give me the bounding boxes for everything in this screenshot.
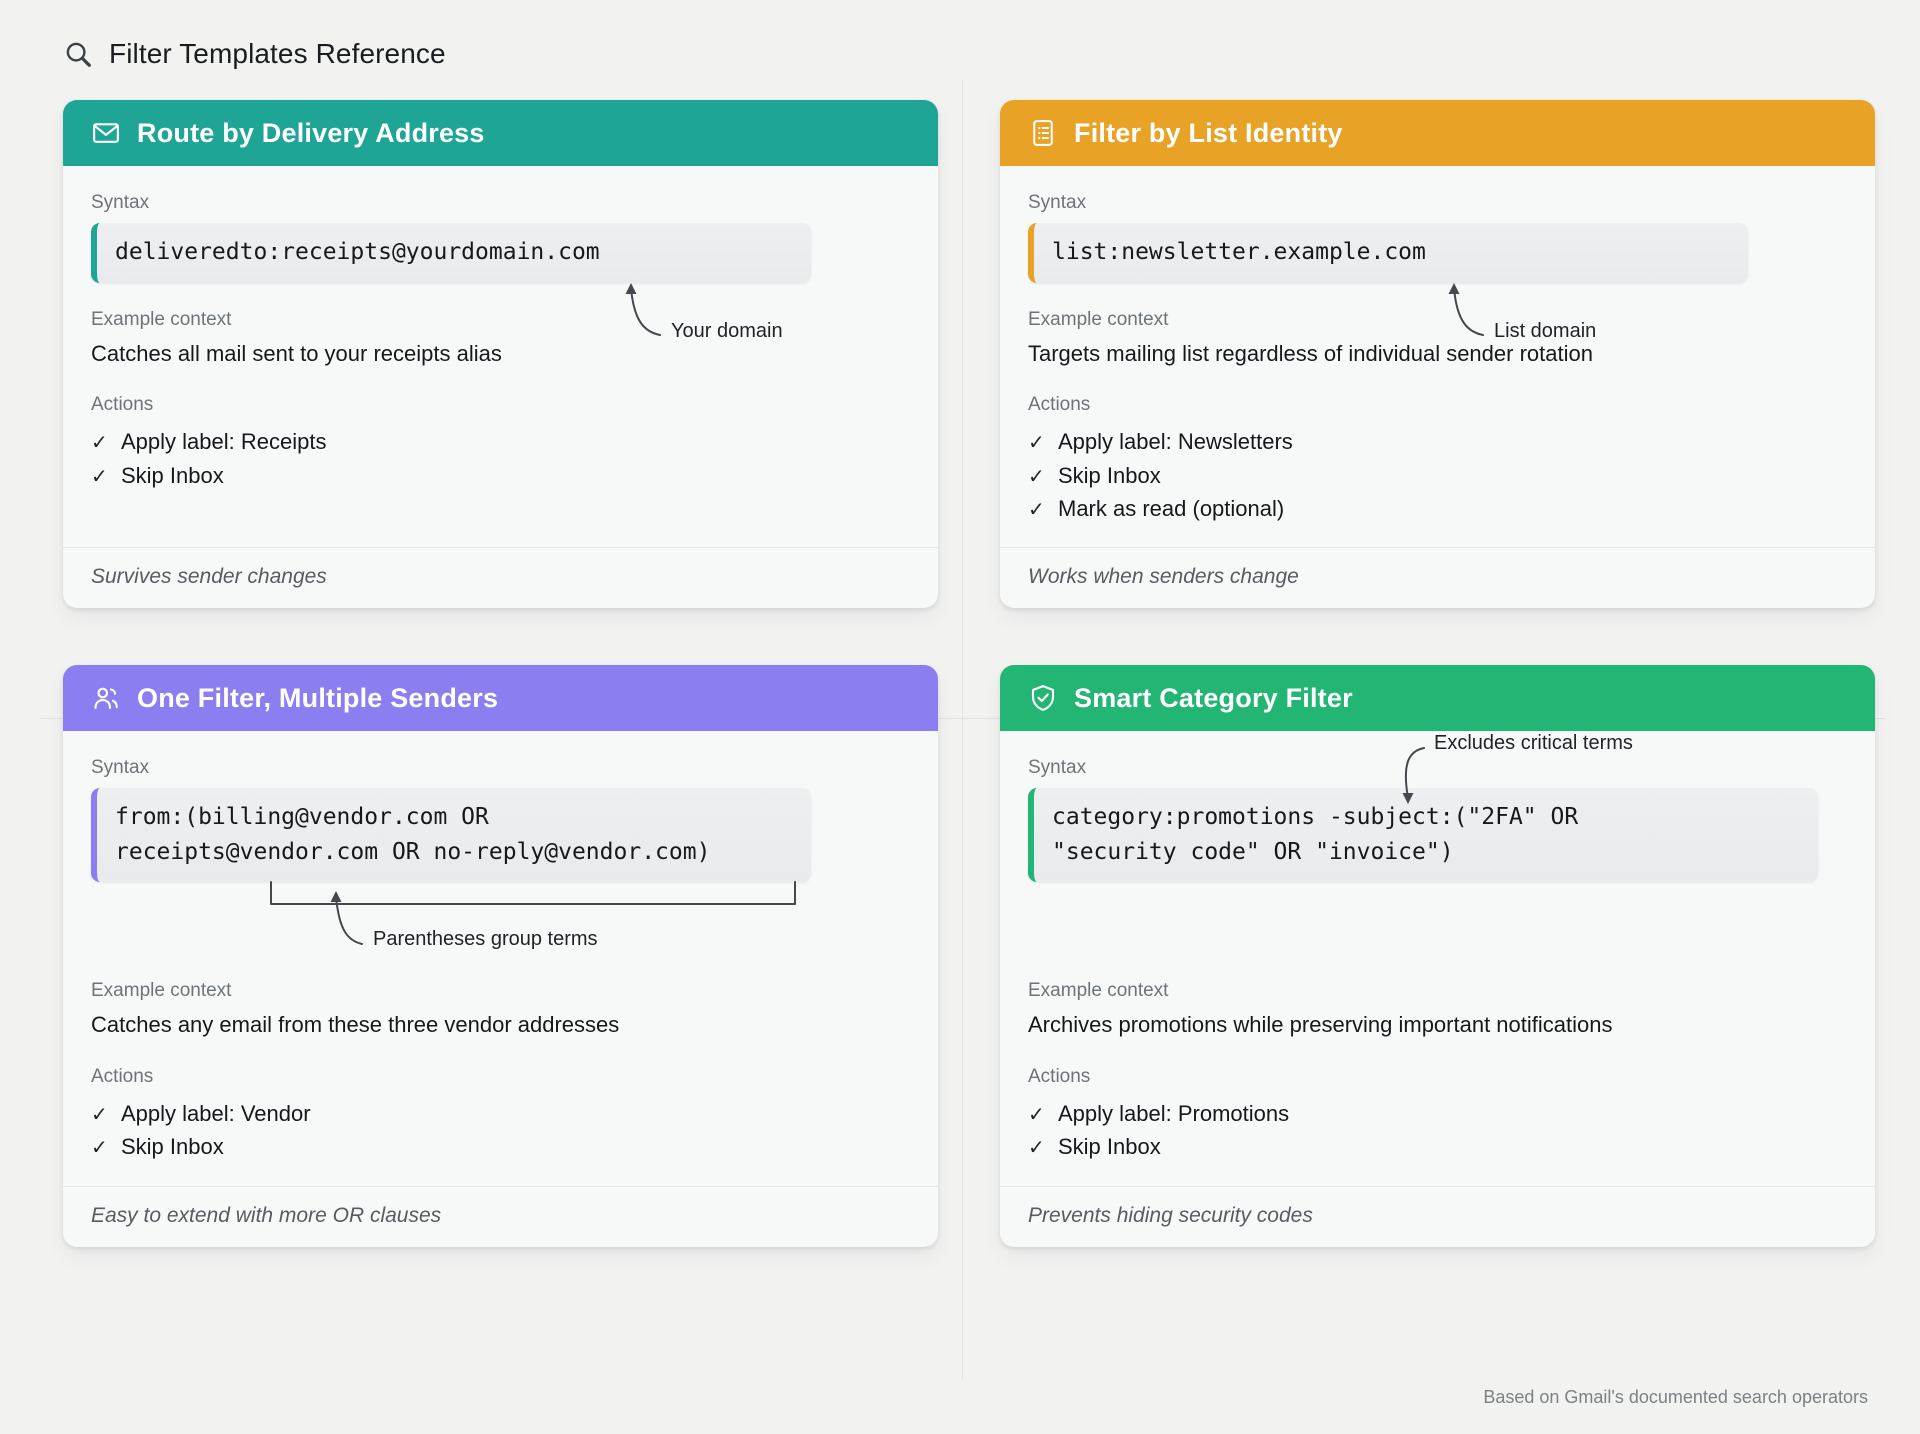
filter-template-card-one-filter-multiple-senders[interactable]: One Filter, Multiple Senders Syntax from… (63, 665, 938, 1247)
annotation-parentheses-group-terms: Parentheses group terms (183, 881, 823, 972)
card-title: Filter by List Identity (1074, 117, 1343, 148)
action-item: ✓ Mark as read (optional) (1028, 492, 1847, 525)
check-icon: ✓ (1028, 1104, 1045, 1126)
check-icon: ✓ (91, 1137, 108, 1160)
quadrant-divider-vertical (962, 80, 963, 1380)
action-item: ✓ Skip Inbox (91, 1130, 910, 1163)
action-item: ✓ Skip Inbox (1028, 1130, 1847, 1163)
annotation-label: Parentheses group terms (373, 928, 598, 951)
example-context-text: Catches any email from these three vendo… (91, 1012, 620, 1038)
actions-list: ✓ Apply label: Promotions ✓ Skip Inbox (1028, 1097, 1847, 1164)
card-footer: Easy to extend with more OR clauses (63, 1185, 938, 1247)
card-footer: Works when senders change (1000, 547, 1875, 608)
syntax-code[interactable]: list:newsletter.example.com (1028, 223, 1748, 283)
filter-template-card-smart-category-filter[interactable]: Smart Category Filter Syntax Excludes cr… (1000, 665, 1875, 1247)
annotation-label: Excludes critical terms (1434, 732, 1633, 755)
template-card-grid: Route by Delivery Address Syntax deliver… (63, 100, 1875, 1247)
action-label: Apply label: Vendor (121, 1101, 311, 1126)
list-document-icon (1028, 118, 1058, 148)
action-label: Mark as read (optional) (1058, 495, 1285, 521)
action-label: Skip Inbox (1058, 462, 1161, 488)
syntax-label: Syntax (91, 192, 150, 213)
syntax-wrap: Excludes critical terms category:promoti… (1028, 732, 1847, 883)
card-footer: Prevents hiding security codes (1000, 1185, 1875, 1247)
action-label: Skip Inbox (121, 462, 224, 488)
example-context-label: Example context (1028, 980, 1169, 1002)
filter-template-card-route-by-delivery-address[interactable]: Route by Delivery Address Syntax deliver… (63, 100, 938, 609)
source-footnote: Based on Gmail's documented search opera… (1483, 1387, 1868, 1407)
check-icon: ✓ (91, 1104, 108, 1126)
users-icon (91, 683, 121, 713)
action-label: Apply label: Receipts (121, 429, 327, 455)
syntax-wrap: from:(billing@vendor.com OR receipts@ven… (91, 788, 910, 950)
example-context-text: Catches all mail sent to your receipts a… (91, 340, 502, 366)
syntax-label: Syntax (1028, 192, 1087, 213)
card-title: One Filter, Multiple Senders (137, 682, 499, 713)
syntax-wrap: deliveredto:receipts@yourdomain.com Your… (91, 223, 910, 342)
action-label: Apply label: Newsletters (1058, 429, 1293, 455)
syntax-code[interactable]: deliveredto:receipts@yourdomain.com (91, 223, 811, 283)
example-context-text: Archives promotions while preserving imp… (1028, 1012, 1613, 1038)
actions-label: Actions (1028, 394, 1091, 416)
card-footer: Survives sender changes (63, 547, 938, 608)
example-context-label: Example context (91, 308, 232, 330)
action-item: ✓ Skip Inbox (1028, 459, 1847, 492)
action-item: ✓ Apply label: Receipts (91, 425, 910, 458)
card-body: Syntax Excludes critical terms category:… (1000, 731, 1875, 1169)
check-icon: ✓ (1028, 1137, 1045, 1160)
syntax-wrap: list:newsletter.example.com List domain (1028, 223, 1847, 342)
syntax-code[interactable]: category:promotions -subject:("2FA" OR "… (1028, 788, 1818, 883)
action-label: Apply label: Promotions (1058, 1101, 1290, 1126)
card-body: Syntax deliveredto:receipts@yourdomain.c… (63, 166, 938, 531)
actions-list: ✓ Apply label: Newsletters ✓ Skip Inbox … (1028, 425, 1847, 525)
card-title: Smart Category Filter (1074, 682, 1353, 713)
page-title: Filter Templates Reference (109, 38, 446, 69)
action-item: ✓ Apply label: Newsletters (1028, 425, 1847, 458)
action-label: Skip Inbox (1058, 1134, 1161, 1160)
syntax-label: Syntax (91, 757, 150, 779)
example-context-label: Example context (1028, 308, 1169, 330)
check-icon: ✓ (91, 465, 108, 488)
actions-list: ✓ Apply label: Vendor ✓ Skip Inbox (91, 1097, 910, 1164)
actions-label: Actions (91, 394, 154, 416)
card-title: Route by Delivery Address (137, 117, 485, 148)
card-header: Smart Category Filter (1000, 665, 1875, 732)
actions-list: ✓ Apply label: Receipts ✓ Skip Inbox (91, 425, 910, 492)
check-icon: ✓ (1028, 465, 1045, 488)
card-body: Syntax list:newsletter.example.com List … (1000, 166, 1875, 531)
card-header: Route by Delivery Address (63, 100, 938, 166)
actions-label: Actions (1028, 1066, 1091, 1087)
example-context-label: Example context (91, 980, 232, 1002)
card-body: Syntax from:(billing@vendor.com OR recei… (63, 731, 938, 1169)
action-item: ✓ Skip Inbox (91, 459, 910, 492)
action-item: ✓ Apply label: Vendor (91, 1097, 910, 1130)
action-label: Skip Inbox (121, 1134, 224, 1160)
shield-check-icon (1028, 683, 1058, 713)
check-icon: ✓ (1028, 432, 1045, 455)
envelope-icon (91, 118, 121, 148)
filter-template-card-filter-by-list-identity[interactable]: Filter by List Identity Syntax list:news… (1000, 100, 1875, 609)
card-header: Filter by List Identity (1000, 100, 1875, 166)
page-header: Filter Templates Reference (63, 33, 446, 75)
check-icon: ✓ (91, 432, 108, 455)
action-item: ✓ Apply label: Promotions (1028, 1097, 1847, 1130)
example-context-text: Targets mailing list regardless of indiv… (1028, 340, 1593, 366)
actions-label: Actions (91, 1066, 154, 1087)
card-header: One Filter, Multiple Senders (63, 665, 938, 732)
quadrant-divider-horizontal (40, 718, 1885, 719)
syntax-code[interactable]: from:(billing@vendor.com OR receipts@ven… (91, 788, 811, 883)
check-icon: ✓ (1028, 498, 1045, 521)
syntax-label: Syntax (1028, 757, 1087, 779)
search-icon (63, 39, 93, 69)
